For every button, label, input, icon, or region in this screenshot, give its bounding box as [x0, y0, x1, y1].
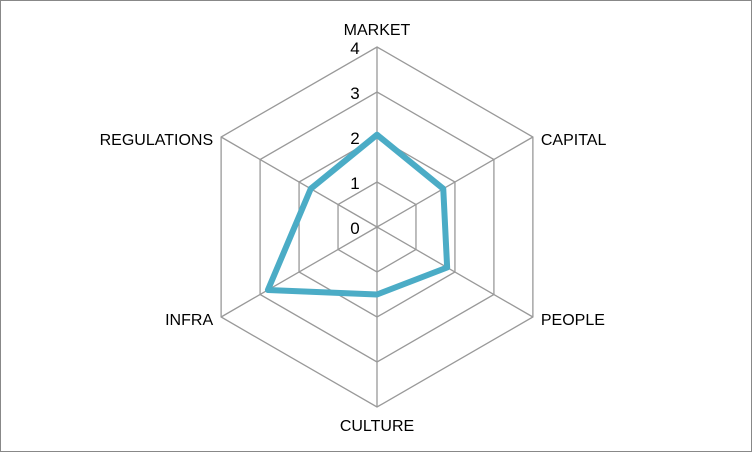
- tick-label: 0: [350, 219, 359, 238]
- axis-spoke: [376, 136, 534, 228]
- category-label: REGULATIONS: [100, 132, 214, 149]
- axis-spoke: [220, 226, 378, 318]
- tick-label: 4: [350, 39, 359, 58]
- category-label: MARKET: [344, 22, 411, 39]
- series-line: [264, 131, 451, 298]
- axis-spoke: [220, 136, 378, 228]
- axis-spoke: [376, 226, 534, 318]
- tick-label: 1: [350, 174, 359, 193]
- tick-label: 3: [350, 84, 359, 103]
- tick-label: 2: [350, 129, 359, 148]
- category-label: CULTURE: [340, 418, 414, 435]
- category-label: CAPITAL: [541, 132, 607, 149]
- category-label: PEOPLE: [541, 312, 605, 329]
- category-label: INFRA: [165, 312, 213, 329]
